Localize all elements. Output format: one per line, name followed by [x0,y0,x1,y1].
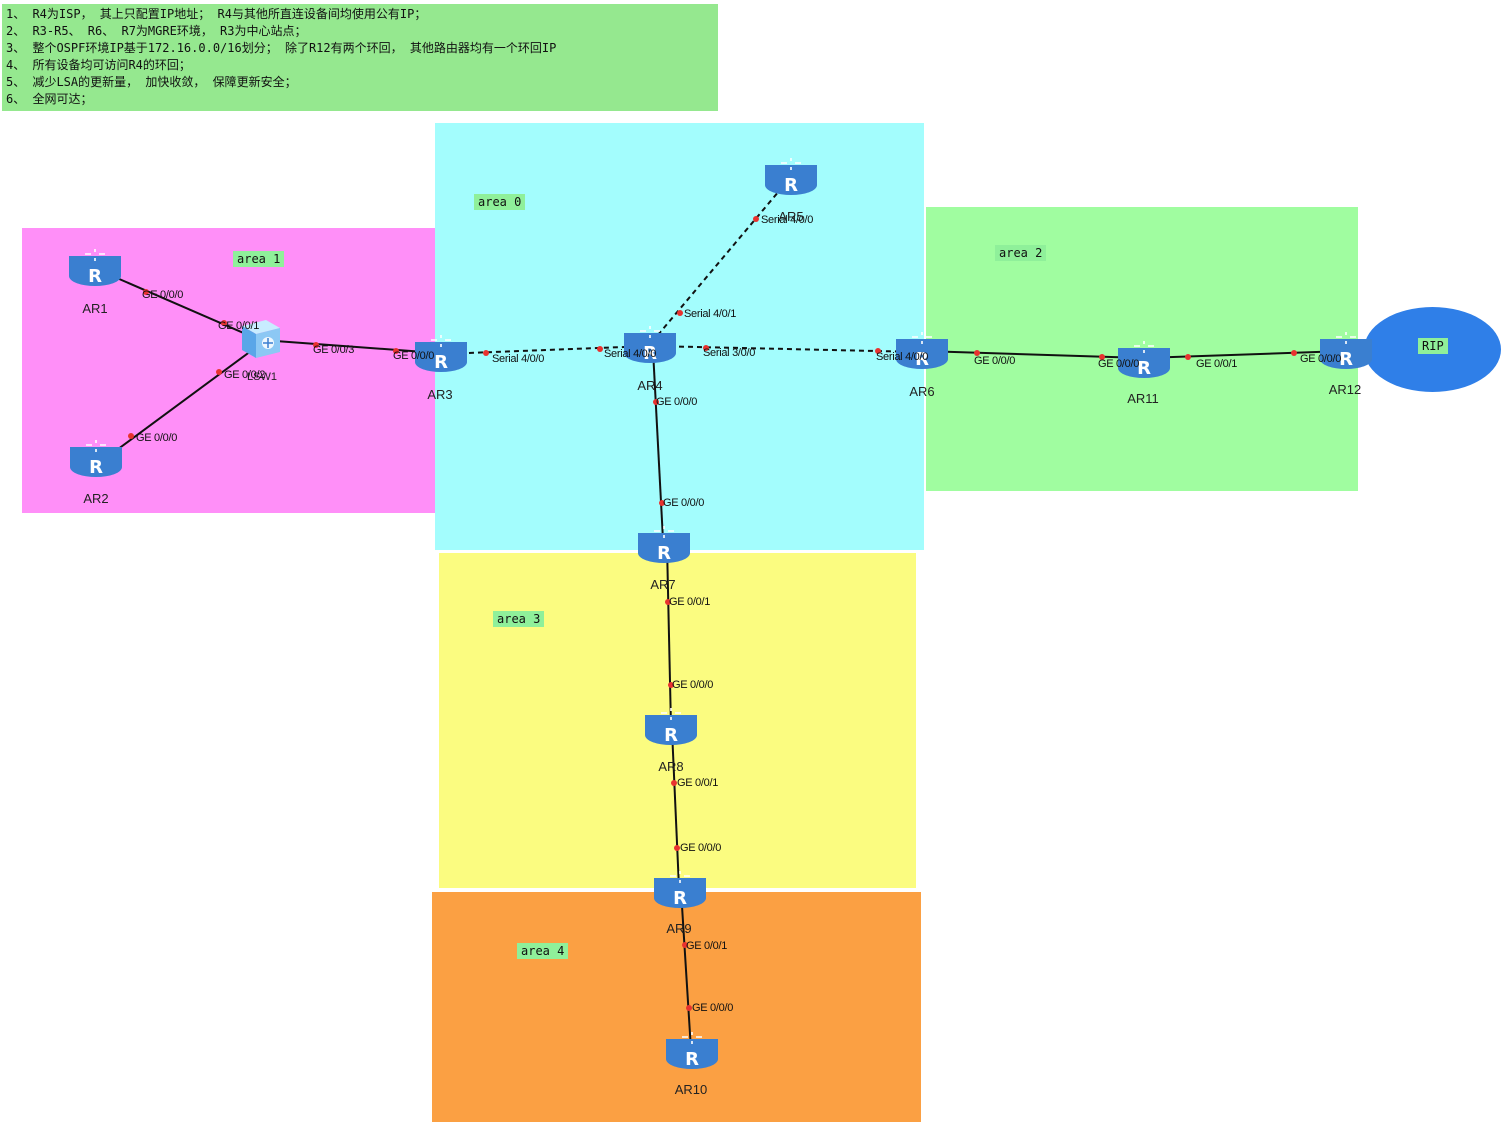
port-dot [653,399,659,405]
link-ar3-ar4-mgre [441,345,651,355]
port-label: GE 0/0/0 [656,396,698,408]
port-dot [753,216,759,222]
note-line-5: 5、 减少LSA的更新量， 加快收敛， 保障更新安全； [6,75,297,89]
port-dot [659,500,665,506]
port-label: GE 0/0/1 [669,596,711,608]
port-dot [974,350,980,356]
port-label: GE 0/0/0 [692,1002,734,1014]
port-label: Serial 4/0/0 [492,353,545,365]
note-line-3: 3、 整个OSPF环境IP基于172.16.0.0/16划分； 除了R12有两个… [6,41,557,55]
port-label: GE 0/0/1 [677,777,719,789]
requirements-notes: 1、 R4为ISP， 其上只配置IP地址； R4与其他所直连设备间均使用公有IP… [2,4,718,111]
link-ar7-ar8 [666,544,672,728]
port-label: GE 0/0/0 [393,350,435,362]
ar5-router-icon[interactable] [763,151,819,199]
ar5-label: AR5 [778,209,804,224]
port-label: GE 0/0/1 [686,940,728,952]
ar2-router-icon[interactable] [68,433,124,481]
ar1-label: AR1 [82,301,108,316]
port-label: GE 0/0/0 [672,679,714,691]
port-label: GE 0/0/0 [1300,353,1342,365]
area-3-label: area 3 [493,611,545,627]
port-label: GE 0/0/1 [218,320,260,332]
ar2-label: AR2 [83,491,109,506]
port-label: Serial 4/0/1 [684,308,737,320]
ar6-router-icon[interactable] [894,325,950,373]
port-dot [1291,350,1297,356]
port-dot [597,346,603,352]
area-1-label: area 1 [233,251,285,267]
port-dot [703,345,709,351]
ar12-router-icon[interactable] [1318,325,1374,373]
note-line-6: 6、 全网可达； [6,92,93,106]
port-label: GE 0/0/0 [136,432,178,444]
port-dot [1099,354,1105,360]
link-ar9-ar10 [680,889,692,1051]
port-label: Serial 4/0/0 [761,214,814,226]
port-label: GE 0/0/3 [313,344,355,356]
area-4-label: area 4 [517,943,569,959]
port-dot [221,320,227,326]
ar8-label: AR8 [658,759,684,774]
port-label: Serial 3/0/0 [703,347,756,359]
area-2-label: area 2 [995,245,1047,261]
link-ar1-lsw1 [109,274,256,339]
link-lsw1-ar3 [261,339,439,354]
ar6-label: AR6 [909,384,935,399]
ar12-label: AR12 [1328,382,1362,397]
note-line-1: 1、 R4为ISP， 其上只配置IP地址； R4与其他所直连设备间均使用公有IP… [6,7,427,21]
ar10-router-icon[interactable] [664,1025,720,1073]
ar9-label: AR9 [666,921,692,936]
port-label: GE 0/0/1 [1196,358,1238,370]
port-dot [671,780,677,786]
port-label: GE 0/0/0 [142,289,184,301]
lsw1-label: LSW1 [247,371,277,383]
port-label: GE 0/0/0 [680,842,722,854]
lsw1-switch-icon[interactable] [236,316,284,362]
rip-label: RIP [1418,338,1448,354]
port-dot [674,845,680,851]
port-dot [216,369,222,375]
port-dot [393,348,399,354]
link-ar6-ar11 [922,350,1144,359]
port-dot [483,350,489,356]
note-line-2: 2、 R3-R5、 R6、 R7为MGRE环境， R3为中心站点； [6,24,307,38]
port-dot [686,1005,692,1011]
port-label: GE 0/0/0 [663,497,705,509]
port-dot [143,289,149,295]
ar4-label: AR4 [637,378,663,393]
area-0-label: area 0 [474,194,526,210]
port-label: GE 0/0/0 [974,355,1016,367]
port-dot [665,599,671,605]
port-dot [668,682,674,688]
ar9-router-icon[interactable] [652,864,708,912]
link-ar8-ar9 [671,729,680,889]
port-dot [128,433,134,439]
ar10-label: AR10 [674,1082,708,1097]
link-ar4-ar7 [652,349,664,541]
port-label: GE 0/0/2 [224,369,266,381]
port-dot [682,942,688,948]
link-ar2-lsw1 [109,347,256,456]
ar11-label: AR11 [1127,391,1159,406]
port-label: Serial 4/0/0 [876,351,929,363]
ar7-router-icon[interactable] [636,519,692,567]
ar7-label: AR7 [650,577,676,592]
note-line-4: 4、 所有设备均可访问R4的环回； [6,58,191,72]
port-dot [875,348,881,354]
port-label: GE 0/0/0 [1098,358,1140,370]
ar1-router-icon[interactable] [67,242,123,290]
port-dot [313,342,319,348]
port-label: Serial 4/0/0 [604,348,657,360]
link-ar11-ar12 [1143,350,1346,359]
ar8-router-icon[interactable] [643,701,699,749]
ar3-label: AR3 [427,387,453,402]
port-dot [1185,354,1191,360]
area-4-region [432,892,921,1122]
port-dot [677,310,683,316]
